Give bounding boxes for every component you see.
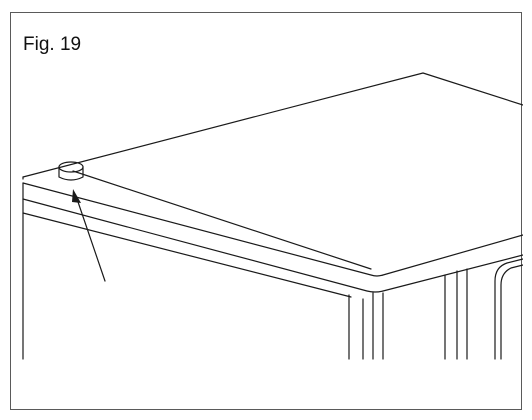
front-lip-lower [22,198,523,293]
figure-label: Fig. 19 [23,34,82,55]
pointer-arrow-line [76,198,106,282]
front-lip-upper [22,182,523,277]
pointer-arrow-head [72,189,81,203]
inner-panel-line-1 [22,212,352,298]
top-front-edge [22,170,372,270]
figure-panel: Fig. 19 [10,12,523,410]
appliance-top-drawing [22,72,523,360]
top-back-edge [22,72,523,178]
knob-sides [58,166,84,181]
right-rounded-panel-inner [500,264,523,360]
right-rounded-panel [494,258,523,360]
